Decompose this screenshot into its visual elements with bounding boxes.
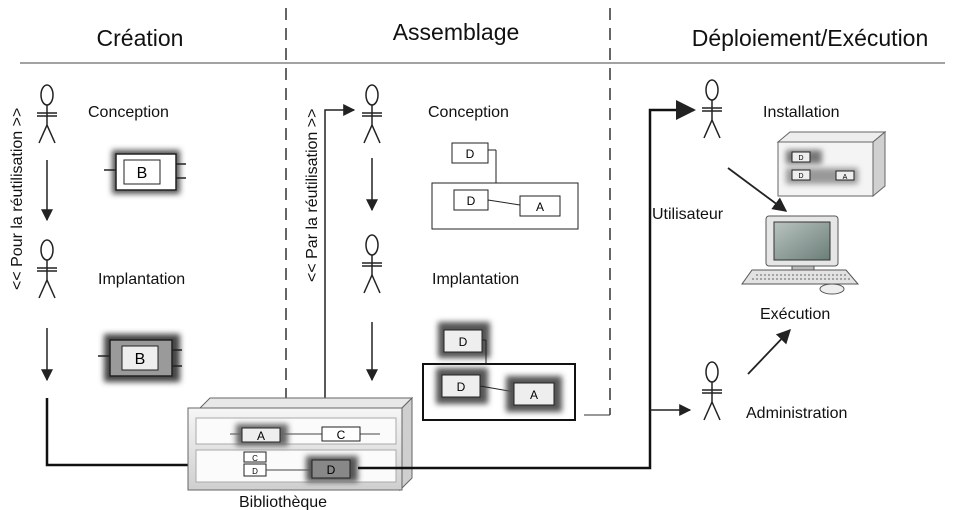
svg-text:C: C	[337, 428, 346, 442]
svg-text:A: A	[843, 174, 848, 181]
step-creation-conception: Conception	[88, 104, 169, 121]
header-deploiement: Déploiement/Exécution	[692, 25, 929, 51]
svg-text:A: A	[257, 429, 265, 443]
svg-text:D: D	[459, 335, 468, 349]
step-bibliotheque: Bibliothèque	[239, 494, 327, 510]
arrow-installation-to-computer	[727, 167, 788, 212]
svg-text:C: C	[252, 454, 258, 463]
header-assemblage: Assemblage	[393, 19, 520, 45]
assembly-implantation: D D A	[422, 322, 576, 421]
computer-icon	[741, 215, 860, 295]
svg-text:D: D	[457, 380, 466, 394]
label-par-reutilisation: << Par la réutilisation >>	[304, 109, 321, 282]
actor-utilisateur-icon	[702, 79, 722, 139]
svg-text:B: B	[135, 351, 146, 368]
step-administration: Administration	[746, 405, 847, 422]
step-installation: Installation	[763, 104, 840, 121]
arrow-creation-to-bibliotheque	[45, 398, 232, 475]
component-b-conception: B	[104, 150, 186, 194]
header-creation: Création	[97, 25, 184, 51]
arrow-bibliotheque-to-installation	[358, 100, 696, 470]
actor-administration-icon	[702, 361, 722, 421]
assembly-conception: D D A	[431, 142, 579, 230]
label-pour-reutilisation: << Pour la réutilisation >>	[9, 108, 26, 290]
svg-text:B: B	[137, 165, 148, 182]
actor-creation-implantation-icon	[37, 239, 57, 299]
step-creation-implantation: Implantation	[98, 271, 185, 288]
actor-assemblage-implantation-icon	[362, 234, 382, 294]
svg-text:D: D	[467, 194, 476, 208]
svg-text:A: A	[530, 388, 538, 402]
svg-text:D: D	[798, 173, 803, 180]
arrow-administration-to-execution	[747, 328, 791, 375]
actor-assemblage-conception-icon	[362, 84, 382, 144]
actor-creation-conception-icon	[37, 84, 57, 144]
step-assemblage-implantation: Implantation	[432, 271, 519, 288]
step-assemblage-conception: Conception	[428, 104, 509, 121]
step-utilisateur: Utilisateur	[652, 206, 724, 223]
svg-text:D: D	[466, 147, 475, 161]
svg-text:D: D	[252, 467, 258, 476]
bibliotheque-shelf: A C C D D	[187, 396, 414, 492]
installation-cabinet: D D A	[776, 130, 887, 198]
arrow-bibliotheque-to-assemblage	[324, 104, 356, 398]
step-execution: Exécution	[760, 306, 830, 323]
component-b-implantation: B	[98, 334, 182, 382]
svg-text:A: A	[536, 200, 544, 214]
svg-text:D: D	[798, 155, 803, 162]
svg-text:D: D	[327, 463, 336, 477]
